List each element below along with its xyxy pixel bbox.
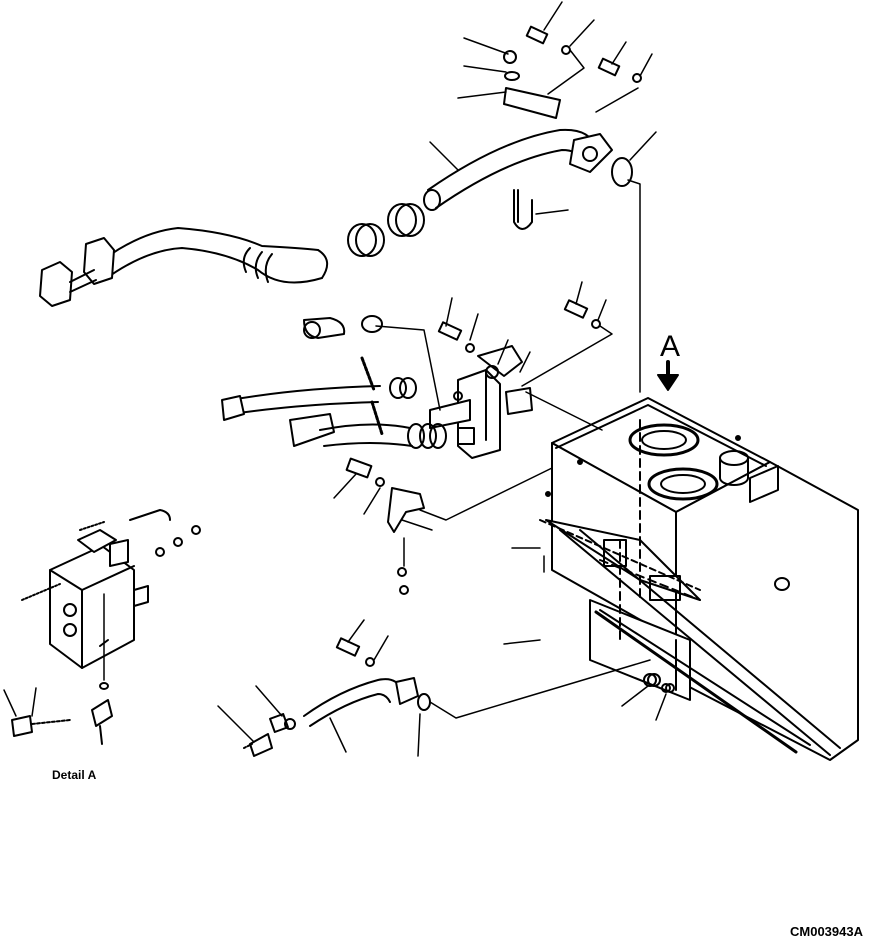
drain-pipe-lower (243, 637, 671, 757)
detail-a-valve (11, 509, 201, 745)
view-arrow-icon (657, 360, 679, 391)
suction-pipe-upper (423, 25, 642, 230)
suction-hose-left (39, 227, 329, 307)
leader-lines (3, 1, 667, 757)
detail-a-label: Detail A (52, 768, 97, 782)
view-a-label: A (660, 330, 681, 363)
hose-clamps (347, 203, 425, 257)
valve-assembly (221, 299, 601, 459)
hydraulic-tank (539, 397, 859, 761)
mounting-bracket (345, 457, 425, 595)
drawing-code: CM003943A (790, 924, 863, 939)
